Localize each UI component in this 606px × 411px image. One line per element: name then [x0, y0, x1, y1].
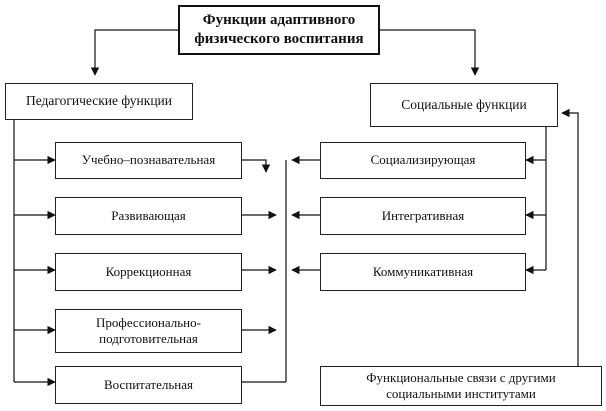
pedagogical-functions-box: Педагогические функции	[5, 83, 193, 120]
root-line-2: физического воспитания	[194, 31, 364, 47]
social-functions-box: Социальные функции	[370, 83, 558, 127]
social-item-integr: Интегративная	[320, 197, 526, 235]
pedagogical-item-korrekcionnaya: Коррекционная	[55, 253, 242, 291]
feed-uchebno	[242, 159, 271, 173]
root-box: Функции адаптивного физического воспитан…	[178, 5, 380, 55]
pedagogical-item-uchebno: Учебно–познавательная	[55, 142, 242, 179]
pedagogical-title: Педагогические функции	[25, 93, 172, 109]
functional-links-box: Функциональные связи с другими социальны…	[320, 366, 602, 406]
links-to-social-arrow	[561, 108, 579, 366]
pedagogical-item-razvivayushaya: Развивающая	[55, 197, 242, 235]
social-item-socializ: Социализирующая	[320, 142, 526, 179]
root-to-social-arrow	[380, 29, 480, 76]
pedagogical-item-professionalno: Профессионально- подготовительная	[55, 309, 242, 353]
root-to-pedagogical-arrow	[90, 29, 178, 76]
social-item-kommun: Коммуникативная	[320, 253, 526, 291]
root-line-1: Функции адаптивного	[202, 11, 356, 28]
pedagogical-item-vospitatelnaya: Воспитательная	[55, 366, 242, 404]
social-title: Социальные функции	[401, 96, 527, 112]
